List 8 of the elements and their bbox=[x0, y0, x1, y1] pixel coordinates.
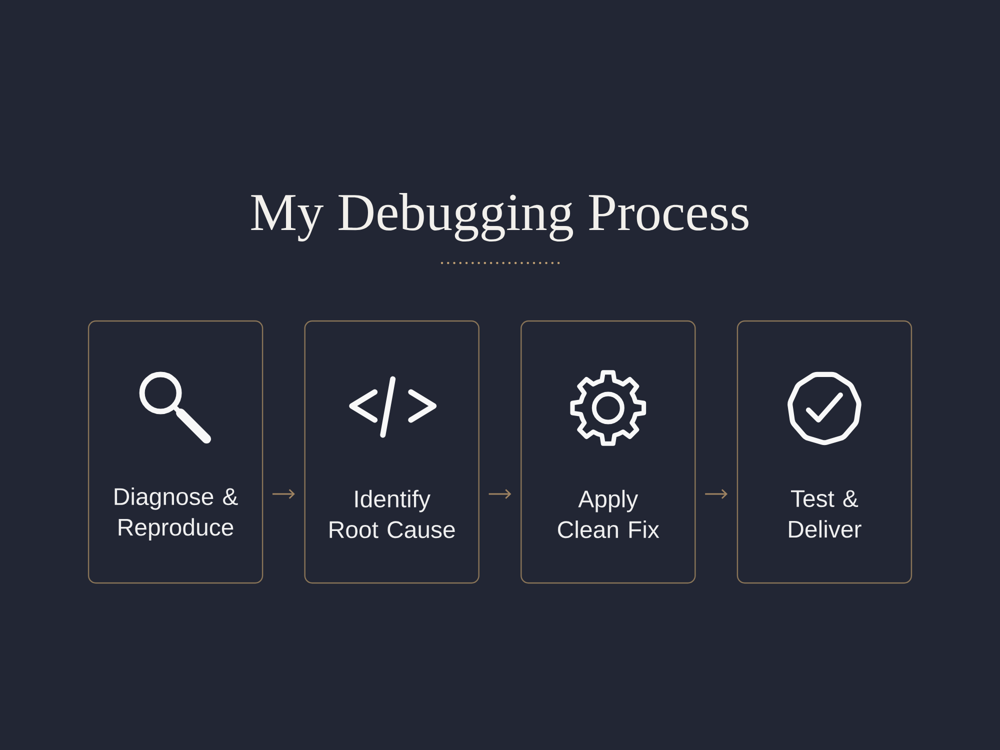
step-card: Test & Deliver bbox=[736, 320, 912, 584]
arrow bbox=[705, 489, 728, 499]
step-card: Diagnose & Reproduce bbox=[88, 320, 264, 584]
arrow bbox=[272, 489, 295, 499]
step-card: Apply Clean Fix bbox=[520, 320, 696, 584]
arrow bbox=[488, 489, 512, 499]
title: My Debugging Process bbox=[251, 193, 748, 242]
step-card: Identify Root Cause bbox=[304, 320, 480, 584]
